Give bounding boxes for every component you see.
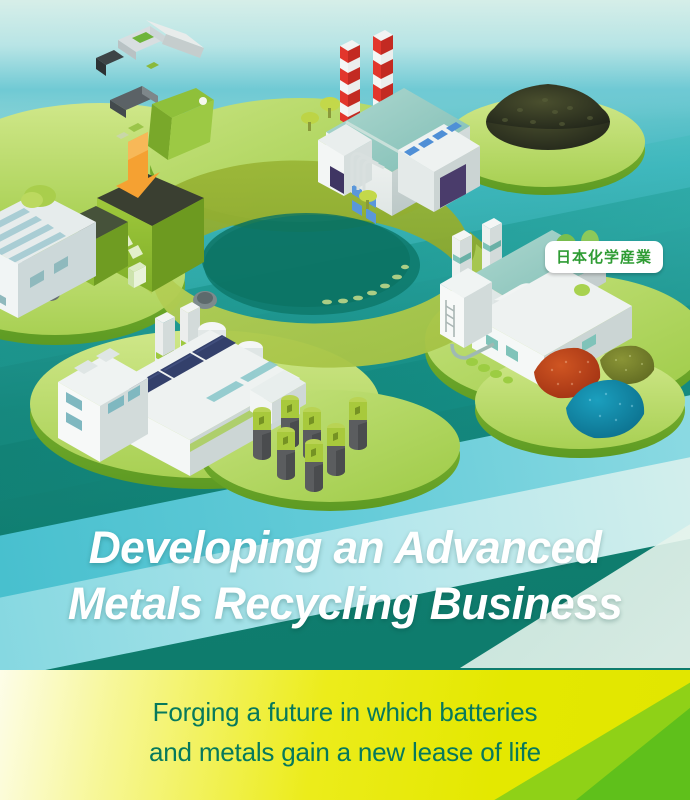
- mineral-piles: [534, 345, 655, 439]
- processing-plant-top: [301, 30, 480, 224]
- tree-cluster-top: [301, 97, 377, 209]
- scrap-pile: [486, 84, 610, 150]
- company-name-badge: 日本化学産業: [545, 241, 664, 273]
- title-line-1: Developing an Advanced: [88, 522, 602, 573]
- striped-chimney-a: [340, 40, 360, 125]
- caption-band: Forging a future in which batteries and …: [0, 670, 690, 800]
- poster-subtitle: Forging a future in which batteries and …: [0, 670, 690, 772]
- e-waste-items: [96, 20, 204, 139]
- poster-title: Developing an Advanced Metals Recycling …: [0, 520, 690, 632]
- title-line-2: Metals Recycling Business: [67, 578, 623, 629]
- caption-line-1: Forging a future in which batteries: [152, 697, 538, 727]
- warehouse-sawtooth-left: [0, 185, 96, 318]
- caption-line-2: and metals gain a new lease of life: [149, 737, 541, 767]
- battery-cluster: [253, 395, 367, 492]
- isometric-illustration: [0, 20, 690, 511]
